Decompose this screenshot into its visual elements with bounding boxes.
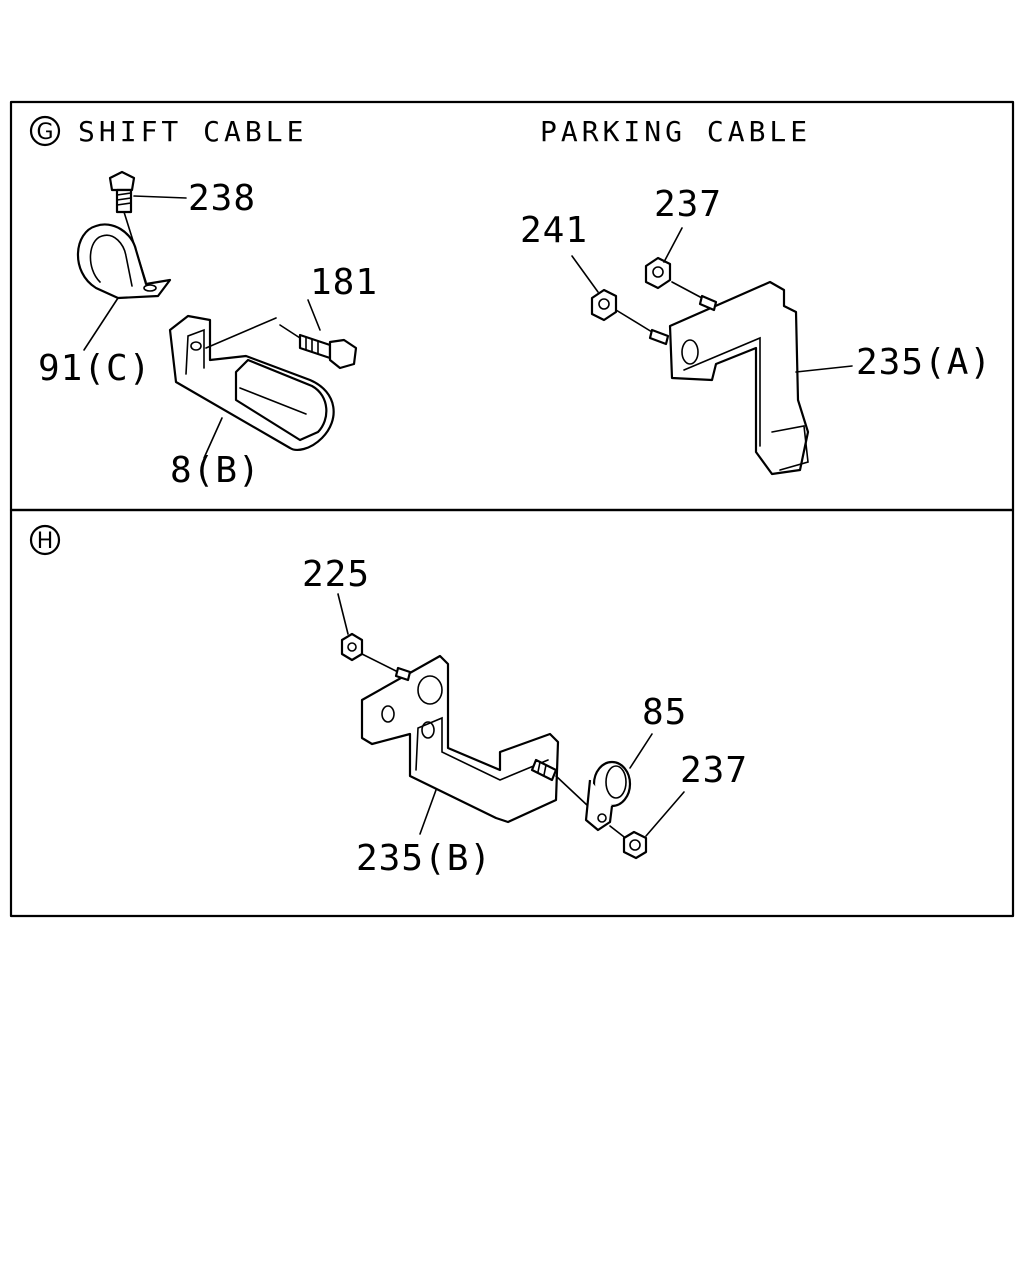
leader-8b: [203, 417, 223, 459]
label-85: 85: [642, 692, 687, 733]
clip-85-part: [584, 760, 632, 841]
leader-237-bottom: [645, 791, 685, 837]
shift-cable-title: SHIFT CABLE: [78, 115, 307, 148]
nut-241-part: [590, 288, 653, 333]
bolt-238-part: [108, 170, 147, 283]
section-badge-h: H: [29, 524, 61, 556]
leader-91c: [83, 297, 119, 351]
leader-237-top: [663, 227, 683, 263]
label-235b: 235(B): [356, 838, 492, 879]
nut-237-top-part: [644, 256, 703, 299]
leader-181-stub: [307, 299, 321, 331]
leader-241: [571, 255, 599, 293]
bracket-235a-part: [648, 280, 810, 476]
label-237-top: 237: [654, 184, 722, 225]
label-238: 238: [188, 178, 256, 219]
section-letter-h: H: [37, 529, 54, 554]
section-letter-g: G: [36, 120, 53, 145]
label-235a: 235(A): [856, 342, 992, 383]
label-91c: 91(C): [38, 348, 151, 389]
leader-238: [133, 195, 187, 199]
section-badge-g: G: [29, 115, 61, 147]
bracket-8b-part: [168, 314, 335, 451]
panel-h-frame: [9, 508, 1015, 918]
parking-cable-title: PARKING CABLE: [540, 115, 811, 148]
leader-225: [337, 593, 349, 635]
label-225: 225: [302, 554, 370, 595]
label-8b: 8(B): [170, 450, 261, 491]
nut-237-bottom-part: [622, 830, 648, 860]
leader-85: [629, 733, 653, 769]
nut-225-part: [340, 632, 399, 673]
label-181: 181: [310, 262, 378, 303]
bracket-235b-part: [360, 654, 589, 824]
label-237-bottom: 237: [680, 750, 748, 791]
bolt-181-part: [279, 324, 358, 370]
panel-g-frame: [9, 100, 1015, 512]
clamp-91c-part: [76, 223, 172, 300]
label-241: 241: [520, 210, 588, 251]
leader-235b: [419, 789, 437, 835]
leader-235a: [795, 365, 853, 373]
